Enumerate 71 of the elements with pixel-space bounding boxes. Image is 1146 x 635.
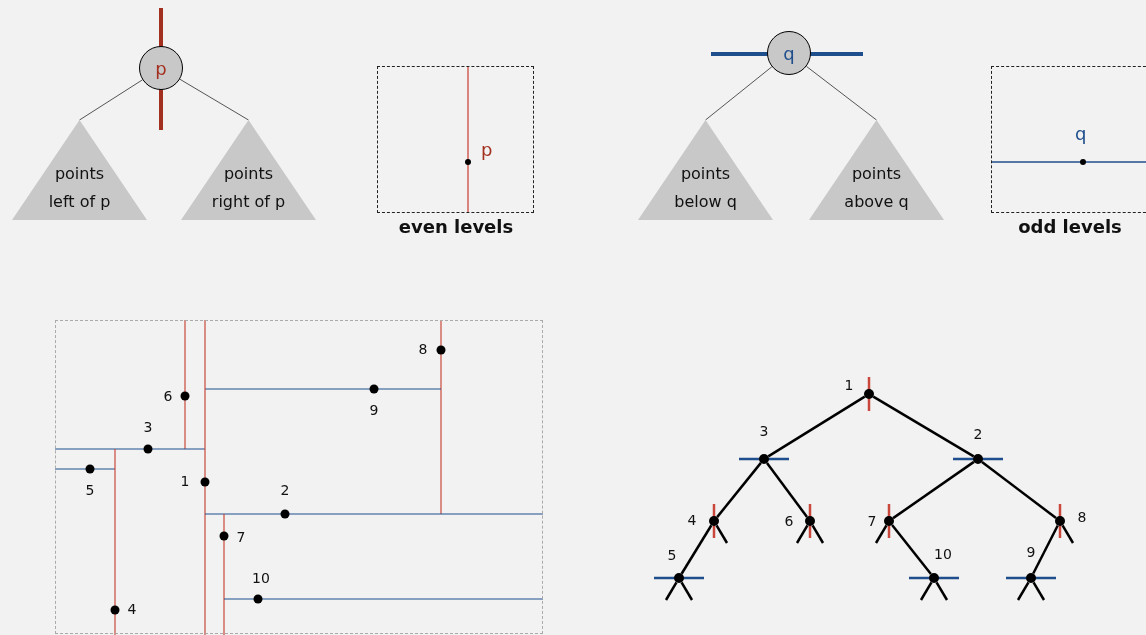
tree-link	[874, 524, 888, 544]
tree-node-dot	[884, 516, 894, 526]
node-number: 6	[784, 513, 794, 529]
point-number: 8	[418, 341, 428, 357]
tree-link	[892, 460, 975, 520]
point-number: 2	[280, 482, 290, 498]
subtree-label: points below q	[673, 163, 738, 213]
node-number: 1	[844, 377, 854, 393]
tree-link	[79, 79, 143, 121]
level-caption: odd levels	[1018, 215, 1122, 237]
tree-link	[981, 461, 1057, 519]
subtree-label: points left of p	[47, 163, 112, 213]
subtree-label: points above q	[843, 163, 910, 213]
tree-link	[680, 524, 713, 575]
tree-link	[680, 581, 694, 601]
tree-node-dot	[674, 573, 684, 583]
node-number: 8	[1077, 509, 1087, 525]
tree-link	[935, 581, 949, 601]
tree-link	[811, 524, 825, 544]
tree-node-dot	[1026, 573, 1036, 583]
point-number: 10	[252, 570, 270, 586]
partition-box	[55, 320, 543, 634]
point-label: p	[481, 139, 493, 160]
tree-node-dot	[929, 573, 939, 583]
tree-link	[664, 581, 678, 601]
tree-node-dot	[759, 454, 769, 464]
point-number: 5	[85, 482, 95, 498]
node-circle: p	[139, 46, 183, 90]
node-number: 10	[934, 546, 952, 562]
tree-link	[705, 66, 773, 121]
tree-link	[805, 65, 877, 121]
node-circle: q	[767, 31, 811, 75]
point-number: 6	[163, 388, 173, 404]
tree-link	[795, 524, 809, 544]
node-number: 9	[1026, 544, 1036, 560]
subtree-label: points right of p	[210, 163, 287, 213]
tree-node-dot	[973, 454, 983, 464]
point-label: q	[1075, 123, 1087, 144]
tree-link	[1032, 581, 1046, 601]
node-number: 3	[759, 423, 769, 439]
node-number: 2	[973, 426, 983, 442]
level-caption: even levels	[398, 215, 514, 237]
node-number: 4	[687, 512, 697, 528]
region-box	[377, 66, 534, 213]
tree-node-dot	[864, 389, 874, 399]
tree-link	[716, 462, 762, 518]
tree-node-dot	[1055, 516, 1065, 526]
node-number: 7	[867, 513, 877, 529]
tree-link	[1016, 581, 1030, 601]
point-number: 3	[143, 419, 153, 435]
subtree-triangle	[809, 120, 944, 220]
tree-link	[767, 395, 866, 458]
subtree-triangle	[12, 120, 147, 220]
tree-link	[891, 524, 932, 575]
point-number: 1	[180, 473, 190, 489]
tree-link	[919, 581, 933, 601]
tree-link	[765, 462, 809, 518]
point-number: 9	[369, 402, 379, 418]
tree-link	[1032, 524, 1059, 575]
tree-link	[715, 524, 729, 544]
point-number: 7	[236, 529, 246, 545]
subtree-triangle	[638, 120, 773, 220]
tree-node-dot	[709, 516, 719, 526]
node-number: 5	[667, 547, 677, 563]
tree-link	[1061, 524, 1075, 544]
subtree-triangle	[181, 120, 316, 220]
region-box	[991, 66, 1146, 213]
tree-link	[179, 78, 249, 121]
point-number: 4	[127, 601, 137, 617]
tree-link	[872, 395, 975, 458]
tree-node-dot	[805, 516, 815, 526]
